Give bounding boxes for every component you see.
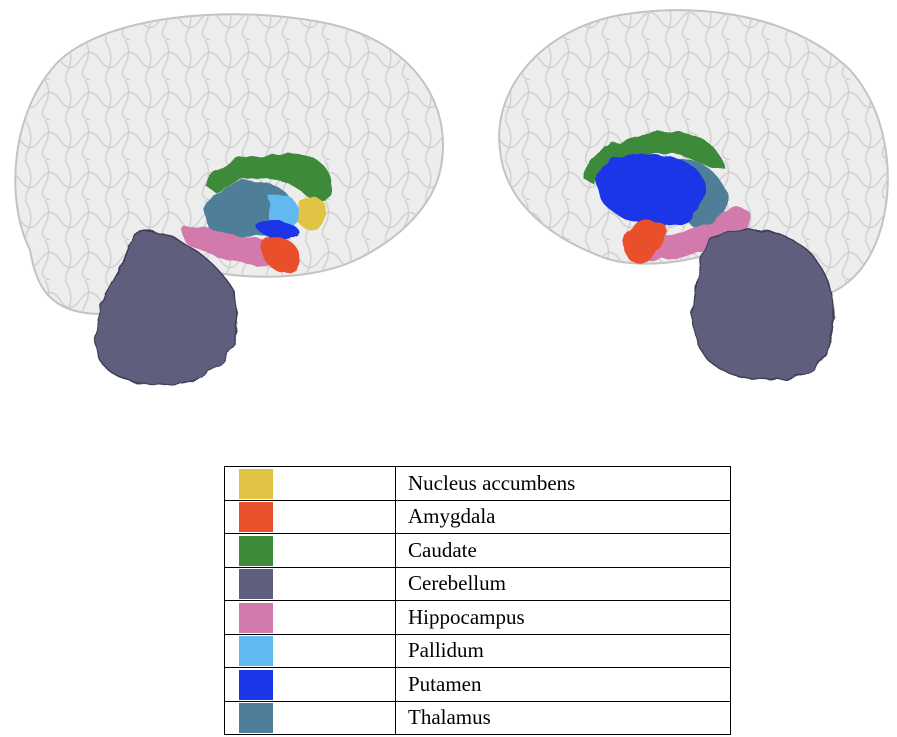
- legend-swatch-cell: [225, 500, 396, 534]
- legend-label: Cerebellum: [396, 567, 731, 601]
- legend-label: Nucleus accumbens: [396, 467, 731, 501]
- legend-row: Caudate: [225, 534, 731, 568]
- legend-color-swatch: [239, 502, 273, 532]
- legend-swatch-cell: [225, 634, 396, 668]
- brain-structures-figure: [0, 0, 897, 400]
- legend-label: Amygdala: [396, 500, 731, 534]
- legend-color-swatch: [239, 469, 273, 499]
- legend-swatch-cell: [225, 701, 396, 735]
- legend-row: Nucleus accumbens: [225, 467, 731, 501]
- legend-label: Hippocampus: [396, 601, 731, 635]
- legend-color-swatch: [239, 569, 273, 599]
- legend-label: Pallidum: [396, 634, 731, 668]
- legend-color-swatch: [239, 670, 273, 700]
- legend-row: Thalamus: [225, 701, 731, 735]
- legend-swatch-cell: [225, 534, 396, 568]
- legend-row: Pallidum: [225, 634, 731, 668]
- right-hemisphere-view: [499, 10, 888, 379]
- legend-row: Amygdala: [225, 500, 731, 534]
- legend-swatch-cell: [225, 601, 396, 635]
- legend-color-swatch: [239, 703, 273, 733]
- legend-swatch-cell: [225, 668, 396, 702]
- legend-label: Caudate: [396, 534, 731, 568]
- legend-label: Thalamus: [396, 701, 731, 735]
- legend-color-swatch: [239, 636, 273, 666]
- legend-color-swatch: [239, 603, 273, 633]
- structure-legend: Nucleus accumbensAmygdalaCaudateCerebell…: [224, 466, 731, 735]
- legend-label: Putamen: [396, 668, 731, 702]
- legend-row: Hippocampus: [225, 601, 731, 635]
- legend-color-swatch: [239, 536, 273, 566]
- legend-row: Putamen: [225, 668, 731, 702]
- left-hemisphere-view: [15, 14, 443, 385]
- legend-swatch-cell: [225, 567, 396, 601]
- legend-row: Cerebellum: [225, 567, 731, 601]
- legend-swatch-cell: [225, 467, 396, 501]
